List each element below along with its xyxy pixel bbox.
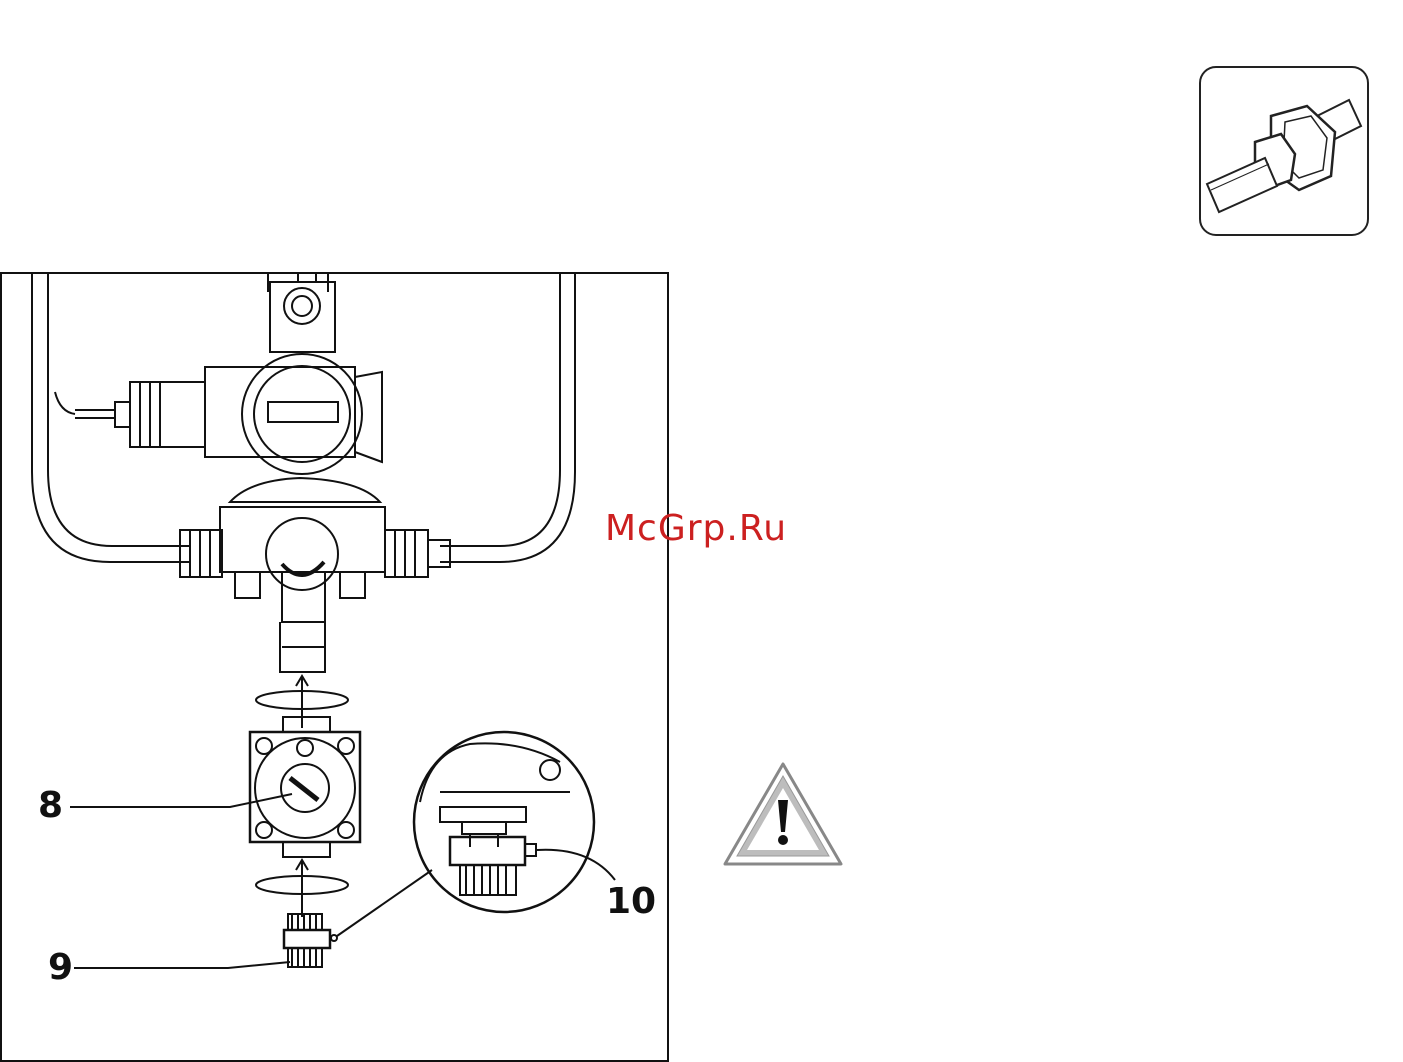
pipe-fitting-icon <box>1199 66 1369 236</box>
callout-label-9: 9 <box>48 950 73 986</box>
callout-label-10: 10 <box>606 884 656 920</box>
warning-triangle-icon <box>723 762 843 866</box>
gas-regulator-assembly-diagram <box>0 272 669 1062</box>
watermark-text: McGrp.Ru <box>605 511 787 547</box>
callout-label-8: 8 <box>38 788 63 824</box>
